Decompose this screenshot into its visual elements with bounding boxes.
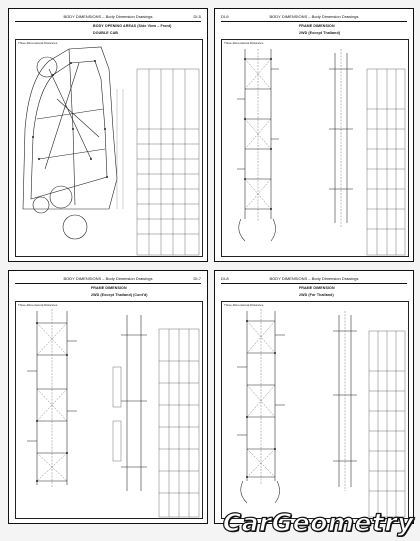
page-number: DI-7: [193, 276, 201, 281]
section-subtitle: 2WD (Except Thailand) (Cont'd): [91, 293, 148, 297]
frame-drawing: [237, 49, 406, 256]
section-subtitle: 2WD (For Thailand): [299, 293, 334, 297]
header-title: BODY DIMENSIONS – Body Dimension Drawing…: [63, 276, 153, 281]
page-header: BODY DIMENSIONS – Body Dimension Drawing…: [15, 12, 201, 22]
section-title: FRAME DIMENSION: [299, 24, 335, 28]
page-header: DI-8 BODY DIMENSIONS – Body Dimension Dr…: [221, 274, 407, 284]
cargeometry-logo: CarGeometry: [222, 507, 414, 537]
page-header: DI-6 BODY DIMENSIONS – Body Dimension Dr…: [221, 12, 407, 22]
page-di-7: BODY DIMENSIONS – Body Dimension Drawing…: [8, 270, 208, 524]
page-number: DI-6: [221, 14, 229, 19]
section-title: FRAME DIMENSION: [91, 286, 127, 290]
page-header: BODY DIMENSIONS – Body Dimension Drawing…: [15, 274, 201, 284]
section-title: BODY OPENING AREAS (Side View – Front): [93, 24, 172, 28]
header-title: BODY DIMENSIONS – Body Dimension Drawing…: [63, 14, 153, 19]
page-number: DI-8: [221, 276, 229, 281]
frame-drawing: [237, 309, 406, 518]
drawing-label: Three-Dimensional Distances: [18, 41, 58, 45]
page-number: DI-5: [193, 14, 201, 19]
drawing-label: Three-Dimensional Distances: [224, 41, 264, 45]
drawing-frame: [15, 39, 203, 257]
drawing-label: Three-Dimensional Distances: [18, 303, 58, 307]
drawing-frame: [221, 39, 409, 257]
section-subtitle: DOUBLE CAB: [93, 31, 118, 35]
drawing-frame: [15, 301, 203, 519]
section-subtitle: 2WD (Except Thailand): [299, 31, 341, 35]
body-opening-drawing: [22, 46, 200, 256]
header-title: BODY DIMENSIONS – Body Dimension Drawing…: [269, 276, 359, 281]
drawing-label: Three-Dimensional Distances: [224, 303, 264, 307]
drawing-frame: [221, 301, 409, 519]
page-di-5: BODY DIMENSIONS – Body Dimension Drawing…: [8, 8, 208, 262]
frame-drawing: [27, 309, 200, 518]
page-di-6: DI-6 BODY DIMENSIONS – Body Dimension Dr…: [214, 8, 414, 262]
header-title: BODY DIMENSIONS – Body Dimension Drawing…: [269, 14, 359, 19]
page-di-8: DI-8 BODY DIMENSIONS – Body Dimension Dr…: [214, 270, 414, 524]
section-title: FRAME DIMENSION: [299, 286, 335, 290]
